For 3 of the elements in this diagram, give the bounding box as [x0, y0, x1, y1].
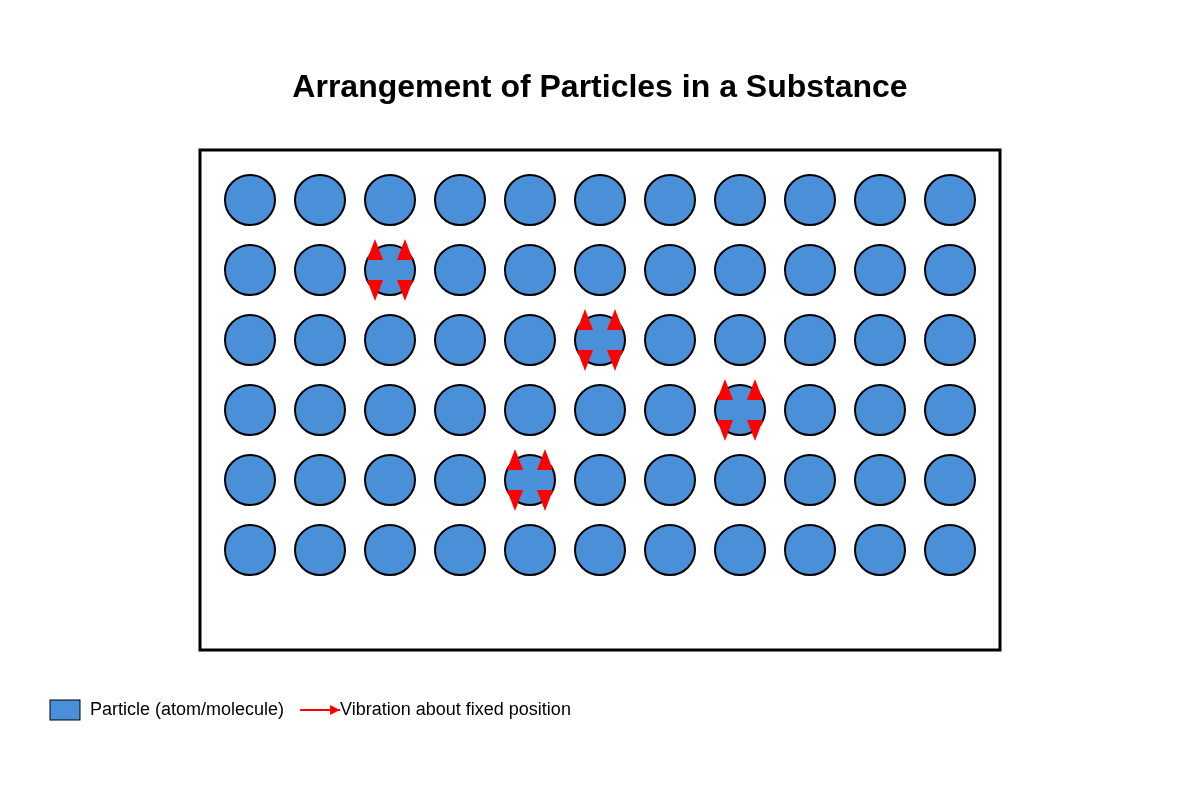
title: Arrangement of Particles in a Substance [292, 68, 908, 105]
legend-label: Vibration about fixed position [340, 698, 571, 720]
legend-label: Particle (atom/molecule) [90, 698, 285, 720]
